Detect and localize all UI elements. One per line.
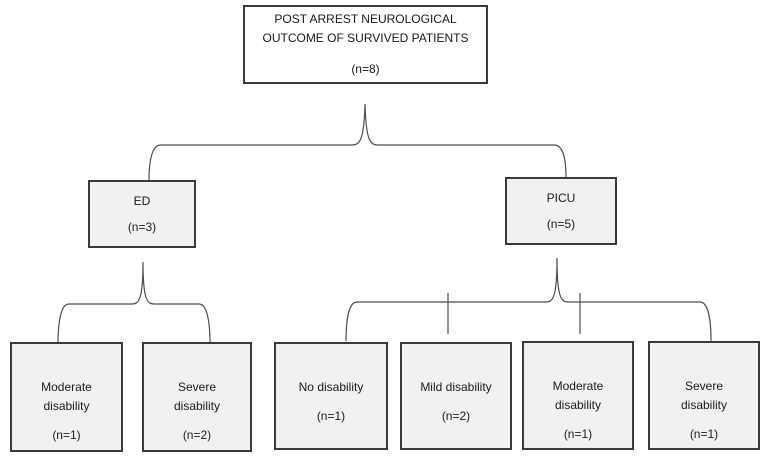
node-ed: ED (n=3) bbox=[88, 180, 196, 248]
node-ed-moderate-disability: Moderate disability (n=1) bbox=[10, 342, 123, 452]
leaf-label: Moderate disability bbox=[552, 379, 604, 412]
node-root: POST ARREST NEUROLOGICAL OUTCOME OF SURV… bbox=[243, 5, 488, 84]
brace-ed-to-leaves bbox=[57, 261, 211, 344]
node-ed-count: (n=3) bbox=[127, 219, 157, 234]
brace-picu-to-leaves bbox=[345, 257, 712, 342]
leaf-count: (n=2) bbox=[182, 428, 212, 442]
leaf-count: (n=1) bbox=[316, 409, 346, 423]
leaf-label: No disability bbox=[298, 380, 364, 394]
leaf-count: (n=2) bbox=[441, 409, 471, 423]
node-root-title-line1: POST ARREST NEUROLOGICAL bbox=[274, 12, 457, 26]
node-ed-label: ED bbox=[133, 193, 151, 208]
leaf-label: Severe disability bbox=[680, 379, 728, 412]
leaf-label: Mild disability bbox=[420, 380, 492, 394]
leaf-count: (n=1) bbox=[52, 428, 81, 442]
node-root-count: (n=8) bbox=[351, 62, 380, 76]
node-picu: PICU (n=5) bbox=[505, 177, 617, 245]
node-picu-no-disability: No disability (n=1) bbox=[274, 342, 388, 450]
leaf-label: Moderate disability bbox=[41, 380, 92, 413]
node-ed-severe-disability: Severe disability (n=2) bbox=[142, 342, 252, 452]
node-picu-label: PICU bbox=[546, 190, 576, 205]
brace-root-to-level2 bbox=[148, 103, 567, 182]
leaf-label: Severe disability bbox=[173, 380, 221, 413]
node-picu-moderate-disability: Moderate disability (n=1) bbox=[522, 341, 634, 450]
node-root-title-line2: OUTCOME OF SURVIVED PATIENTS bbox=[262, 31, 469, 45]
node-picu-mild-disability: Mild disability (n=2) bbox=[400, 342, 512, 450]
node-picu-count: (n=5) bbox=[546, 216, 576, 231]
leaf-count: (n=1) bbox=[689, 427, 719, 441]
node-picu-severe-disability: Severe disability (n=1) bbox=[648, 341, 760, 450]
leaf-count: (n=1) bbox=[563, 427, 593, 441]
